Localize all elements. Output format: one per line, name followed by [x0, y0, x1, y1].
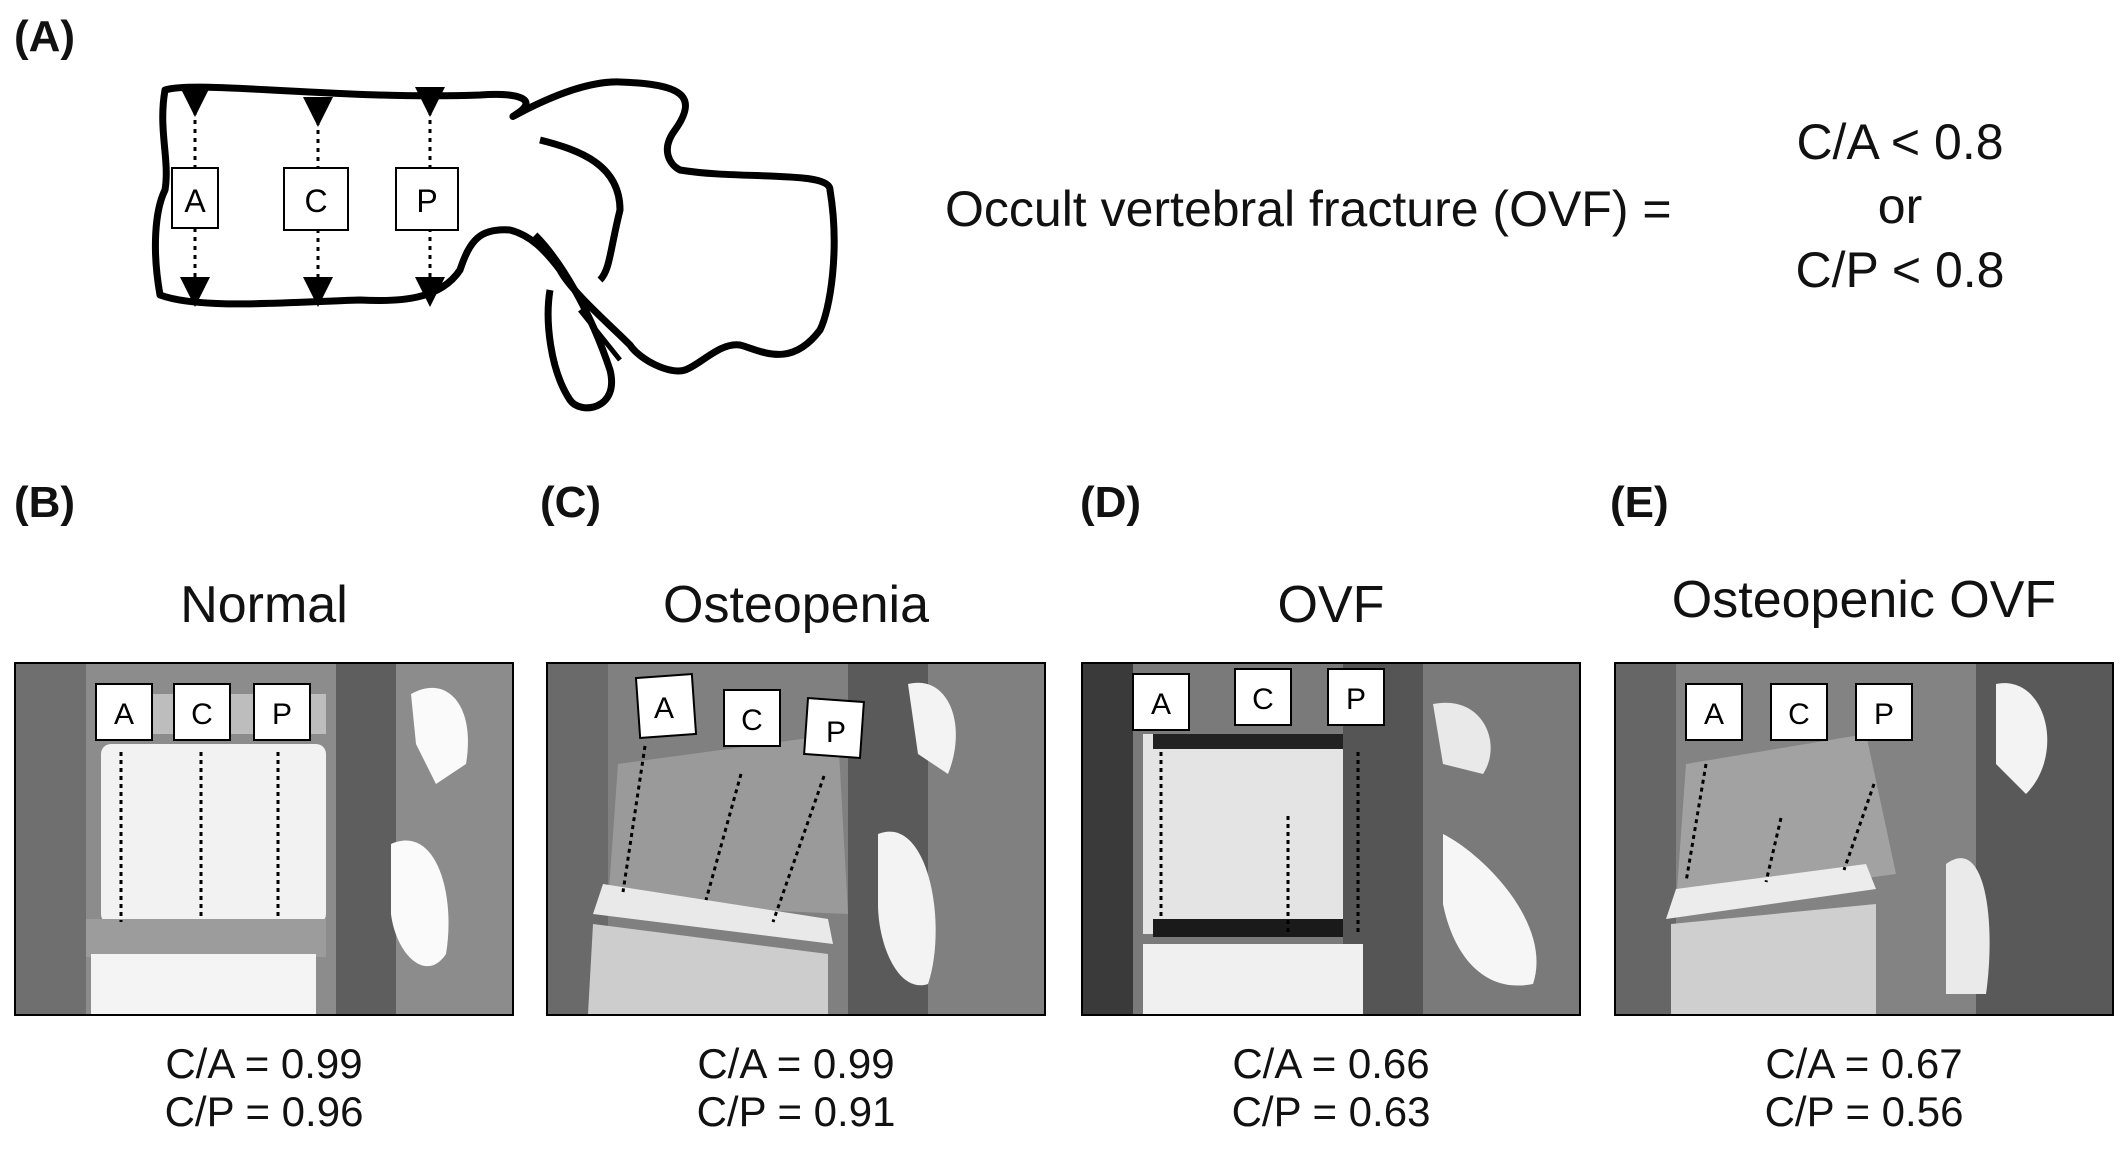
- ratio-cp: C/P = 0.91: [696, 1088, 896, 1135]
- panel-a-label: (A): [14, 12, 76, 61]
- panel-d-label: (D): [1080, 478, 1142, 527]
- ct-image-osteopenia: A C P: [546, 662, 1046, 1016]
- ratios-ovf: C/A = 0.66 C/P = 0.63: [1081, 1040, 1581, 1136]
- panel-d-title: OVF: [1277, 576, 1385, 634]
- ct-e-box-a: A: [1704, 698, 1724, 731]
- ratio-ca: C/A = 0.99: [165, 1040, 363, 1087]
- ct-image-osteopenic-ovf: A C P: [1614, 662, 2114, 1016]
- ct-e-box-c: C: [1788, 698, 1810, 731]
- ct-d-box-p: P: [1346, 683, 1366, 716]
- ratios-normal: C/A = 0.99 C/P = 0.96: [14, 1040, 514, 1136]
- ct-image-ovf: A C P: [1081, 662, 1581, 1016]
- ct-e-box-p: P: [1874, 698, 1894, 731]
- ratios-osteopenic-ovf: C/A = 0.67 C/P = 0.56: [1614, 1040, 2114, 1136]
- diagram-box-p: P: [416, 183, 437, 219]
- vertebra-outline: [151, 78, 838, 375]
- ct-c-box-c: C: [741, 704, 763, 737]
- ct-image-normal: A C P: [14, 662, 514, 1016]
- panel-b-label: (B): [14, 478, 76, 527]
- ct-b-box-c: C: [191, 698, 213, 731]
- ratio-cp: C/P = 0.56: [1764, 1088, 1964, 1135]
- diagram-boxes: A C P: [171, 167, 459, 231]
- panel-c-title: Osteopenia: [663, 576, 929, 634]
- ratio-cp: C/P = 0.96: [164, 1088, 364, 1135]
- criterion-or: or: [1877, 178, 1923, 234]
- ct-c-box-p: P: [826, 716, 846, 749]
- ratio-ca: C/A = 0.99: [697, 1040, 895, 1087]
- vertebra-diagram: A C P: [151, 78, 838, 412]
- criterion-cp: C/P < 0.8: [1795, 242, 2005, 298]
- ovf-criteria: C/A < 0.8 or C/P < 0.8: [1750, 110, 2050, 302]
- ct-d-box-c: C: [1252, 683, 1274, 716]
- ct-b-box-a: A: [114, 698, 134, 731]
- ratio-cp: C/P = 0.63: [1231, 1088, 1431, 1135]
- panel-e-title: Osteopenic OVF: [1671, 571, 2057, 629]
- ct-c-box-a: A: [654, 692, 674, 725]
- criterion-ca: C/A < 0.8: [1796, 114, 2004, 170]
- panel-e-label: (E): [1610, 478, 1669, 527]
- diagram-box-a: A: [184, 183, 206, 219]
- ct-d-box-a: A: [1151, 688, 1171, 721]
- panel-c-label: (C): [540, 478, 602, 527]
- ovf-definition: Occult vertebral fracture (OVF) =: [945, 181, 1672, 237]
- ratios-osteopenia: C/A = 0.99 C/P = 0.91: [546, 1040, 1046, 1136]
- ct-b-box-p: P: [272, 698, 292, 731]
- panel-b-title: Normal: [180, 576, 348, 634]
- diagram-box-c: C: [304, 183, 327, 219]
- ratio-ca: C/A = 0.66: [1232, 1040, 1430, 1087]
- ratio-ca: C/A = 0.67: [1765, 1040, 1963, 1087]
